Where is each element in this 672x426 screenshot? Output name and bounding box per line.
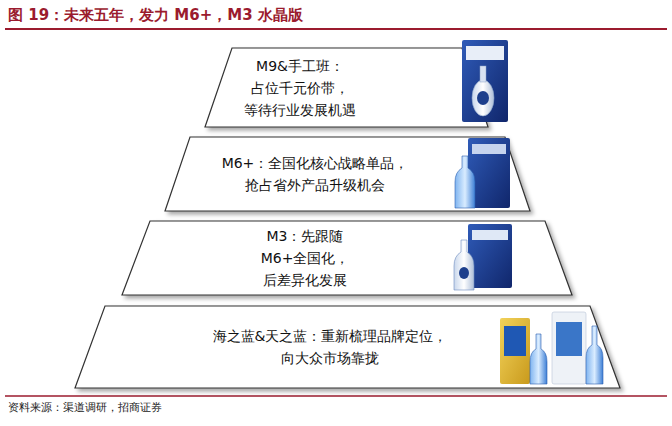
trapezoid xyxy=(205,48,488,127)
tier-text: M3：先跟随 M6+全国化， 后差异化发展 xyxy=(221,225,389,291)
figure-title: 图 19：未来五年，发力 M6+，M3 水晶版 xyxy=(8,6,303,25)
m9-product xyxy=(462,40,508,122)
source-note: 资料来源：渠道调研，招商证券 xyxy=(8,400,162,415)
trapezoid xyxy=(122,221,572,295)
pyramid-tier: M9&手工班： 占位千元价带， 等待行业发展机遇 xyxy=(205,48,488,127)
m3-product xyxy=(454,224,512,290)
tier-text: M6+：全国化核心战略单品， 抢占省外产品升级机会 xyxy=(213,152,417,196)
tier-text: 海之蓝&天之蓝：重新梳理品牌定位， 向大众市场靠拢 xyxy=(210,325,451,369)
haizhilan-tianzhilan-products xyxy=(500,312,603,384)
trapezoid xyxy=(75,306,620,388)
source-rule xyxy=(5,395,667,397)
trapezoid xyxy=(165,137,530,211)
title-rule xyxy=(5,28,667,30)
m6-product xyxy=(455,138,510,208)
tier-text: M9&手工班： 占位千元价带， 等待行业发展机遇 xyxy=(241,55,359,121)
